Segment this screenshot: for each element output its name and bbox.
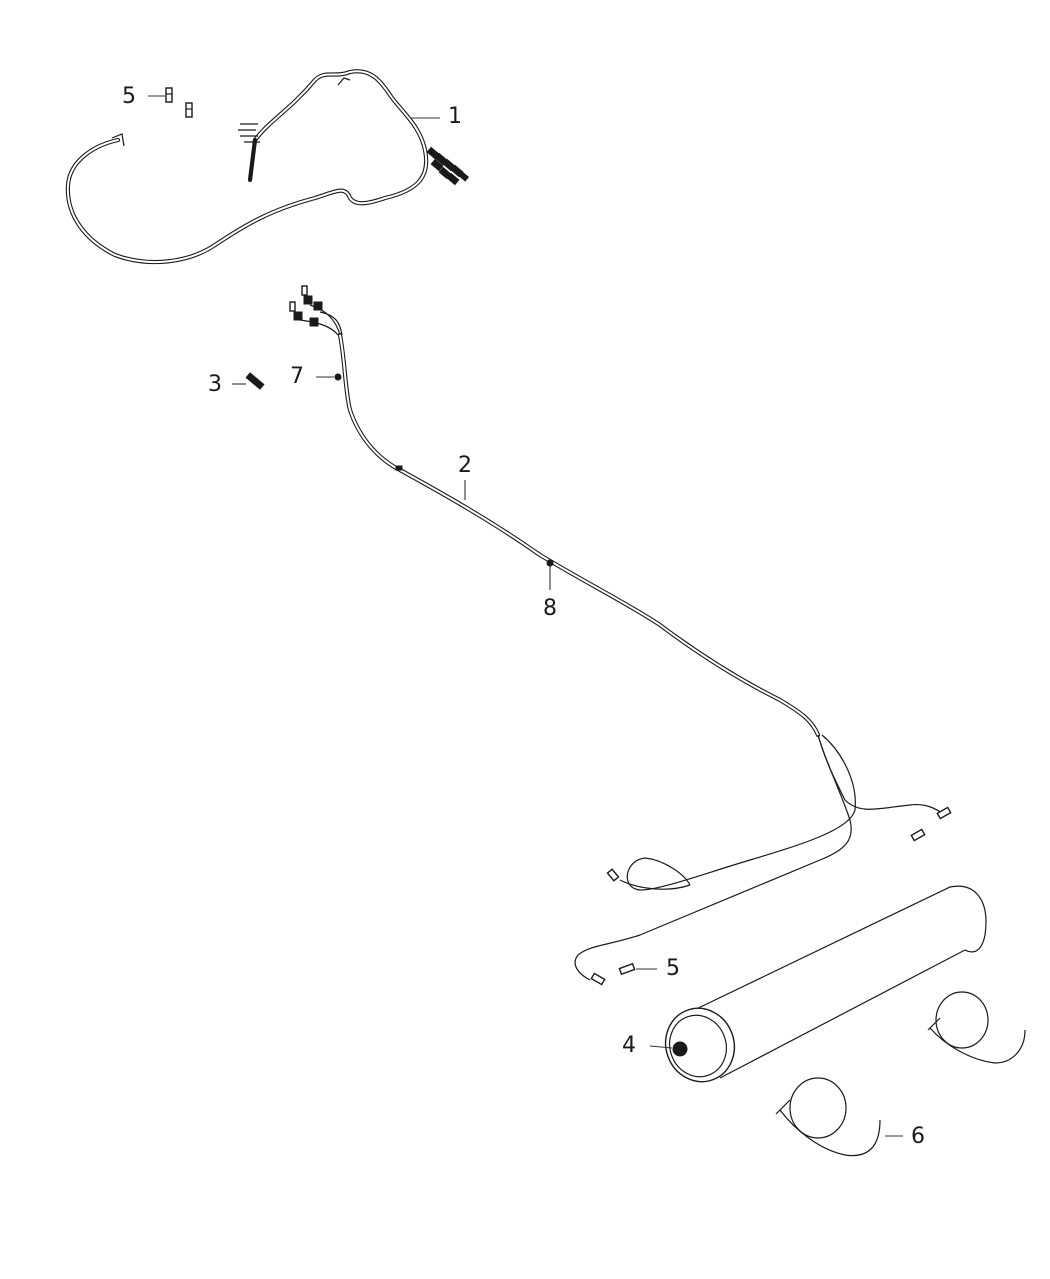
tank-strap-6-second	[927, 991, 1026, 1064]
callout-2: 2	[458, 453, 472, 478]
callout-6: 6	[911, 1124, 925, 1149]
callout-4: 4	[622, 1033, 636, 1058]
callout-1: 1	[448, 104, 462, 129]
air-line-harness-2	[289, 285, 952, 986]
fitting-3	[232, 372, 265, 390]
connector-5-lower	[618, 962, 657, 976]
air-reservoir-tank-4	[649, 885, 987, 1083]
connector-cluster	[426, 146, 470, 186]
callout-8: 8	[543, 596, 557, 621]
callout-5-upper: 5	[122, 84, 136, 109]
callout-5-lower: 5	[666, 956, 680, 981]
callout-3: 3	[208, 372, 222, 397]
air-line-harness-1	[65, 69, 470, 265]
tank-strap-6	[775, 1077, 903, 1157]
callout-7: 7	[290, 364, 304, 389]
connector-5-upper	[148, 87, 193, 118]
